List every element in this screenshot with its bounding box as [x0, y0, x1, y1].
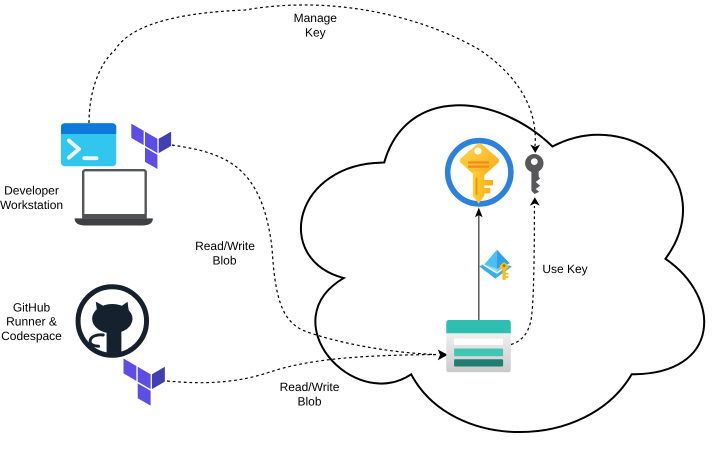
- svg-text:Developer: Developer: [4, 183, 59, 197]
- svg-text:Runner &: Runner &: [6, 315, 57, 329]
- svg-text:Read/Write: Read/Write: [195, 239, 255, 253]
- svg-text:Manage: Manage: [294, 11, 338, 25]
- svg-text:Blob: Blob: [212, 253, 236, 267]
- svg-text:Workstation: Workstation: [0, 198, 63, 212]
- svg-text:Blob: Blob: [297, 394, 321, 408]
- svg-text:GitHub: GitHub: [13, 300, 51, 314]
- svg-text:Read/Write: Read/Write: [280, 380, 340, 394]
- svg-text:Use Key: Use Key: [542, 262, 587, 276]
- svg-text:Key: Key: [305, 25, 326, 39]
- svg-text:Codespace: Codespace: [1, 329, 62, 343]
